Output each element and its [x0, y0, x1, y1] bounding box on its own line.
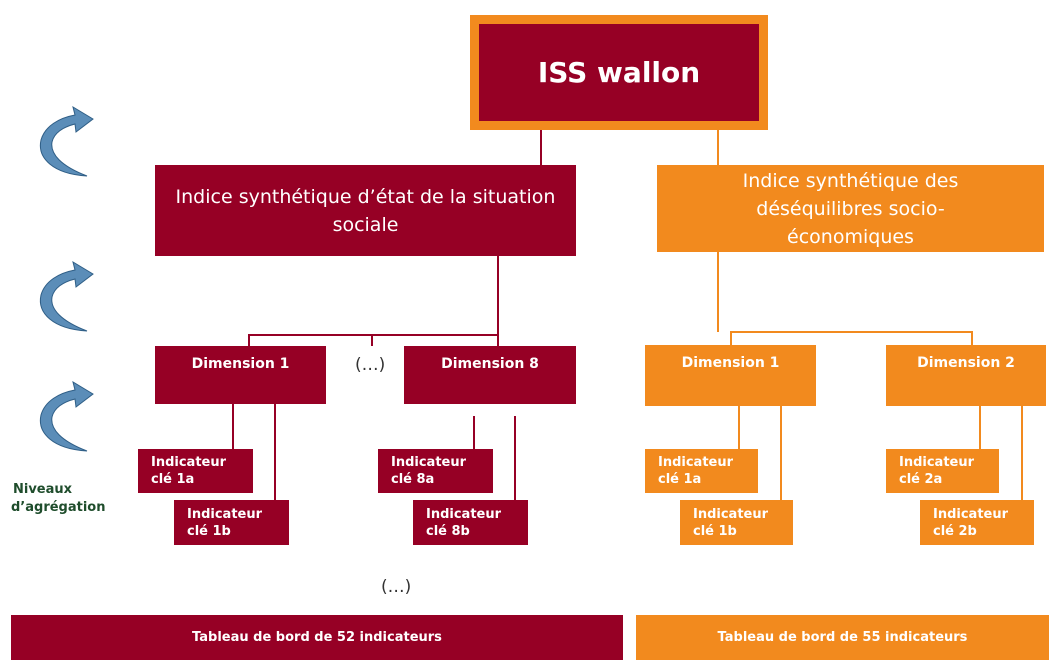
connector-left-horizontal: [248, 334, 499, 336]
aggregation-line1: Niveaux: [13, 482, 73, 497]
indicator-line2: clé 1a: [658, 472, 702, 487]
stem-r-1b: [780, 406, 782, 500]
indicator-line2: clé 8a: [391, 472, 435, 487]
right-indicator-2a: Indicateur clé 2a: [886, 449, 999, 493]
indicator-line2: clé 1b: [693, 523, 737, 539]
curved-arrow-icon: [39, 260, 94, 332]
indicator-line2: clé 2b: [933, 523, 977, 539]
aggregation-line2: d’agrégation: [11, 500, 106, 515]
indicator-line1: Indicateur: [899, 455, 975, 470]
right-dimension-2-label: Dimension 2: [917, 355, 1015, 371]
bottom-ellipsis: (…): [381, 577, 412, 597]
left-dashboard-bar: Tableau de bord de 52 indicateurs: [11, 615, 623, 660]
indicator-line1: Indicateur: [658, 455, 734, 470]
connector-right-dim1: [730, 331, 732, 345]
indicator-line2: clé 1a: [151, 472, 195, 487]
left-dimension-ellipsis: (…): [355, 355, 386, 375]
connector-left-dim8: [497, 334, 499, 346]
connector-left-ellipsis: [371, 334, 373, 346]
right-dashboard-bar: Tableau de bord de 55 indicateurs: [636, 615, 1049, 660]
indicator-line1: Indicateur: [933, 506, 1009, 522]
right-dimension-1: Dimension 1: [645, 345, 816, 406]
aggregation-levels-label: Niveaux d’agrégation: [11, 481, 106, 517]
stem-r-2b: [1021, 406, 1023, 500]
indicator-line2: clé 8b: [426, 523, 470, 539]
stem-r-1a: [738, 406, 740, 449]
left-index-label: Indice synthétique d’état de la situatio…: [175, 185, 556, 236]
left-dimension-1: Dimension 1: [155, 346, 326, 404]
connector-right-down: [717, 252, 719, 332]
root-node-iss-wallon: ISS wallon: [470, 15, 768, 130]
stem-l-1a: [232, 404, 234, 449]
left-indicator-8a: Indicateur clé 8a: [378, 449, 493, 493]
left-dimension-1-label: Dimension 1: [191, 356, 290, 372]
indicator-line2: clé 1b: [187, 523, 231, 539]
curved-arrow-icon: [39, 105, 94, 177]
connector-right-dim2: [971, 331, 973, 345]
connector-root-right: [717, 130, 719, 165]
indicator-line1: Indicateur: [693, 506, 769, 522]
left-dashboard-label: Tableau de bord de 52 indicateurs: [192, 630, 442, 645]
left-indicator-1a: Indicateur clé 1a: [138, 449, 253, 493]
connector-root-left: [540, 130, 542, 165]
indicator-line1: Indicateur: [426, 506, 502, 522]
right-index-node: Indice synthétique des déséquilibres soc…: [657, 165, 1044, 252]
root-label: ISS wallon: [537, 56, 701, 89]
right-dashboard-label: Tableau de bord de 55 indicateurs: [717, 630, 968, 645]
stem-l-1b: [274, 404, 276, 500]
indicator-line2: clé 2a: [899, 472, 943, 487]
stem-l-8a: [473, 416, 475, 449]
right-indicator-1a: Indicateur clé 1a: [645, 449, 758, 493]
curved-arrow-icon: [39, 380, 94, 452]
indicator-line1: Indicateur: [151, 455, 227, 470]
left-index-node: Indice synthétique d’état de la situatio…: [155, 165, 576, 256]
left-dimension-8: Dimension 8: [404, 346, 576, 404]
stem-l-8b: [514, 416, 516, 500]
left-dimension-8-label: Dimension 8: [441, 356, 539, 372]
indicator-line1: Indicateur: [187, 506, 263, 522]
stem-r-2a: [979, 406, 981, 449]
connector-left-down: [497, 256, 499, 336]
right-index-label: Indice synthétique des déséquilibres soc…: [742, 169, 959, 248]
connector-right-horizontal: [730, 331, 973, 333]
connector-left-dim1: [248, 334, 250, 346]
right-dimension-1-label: Dimension 1: [681, 355, 780, 371]
indicator-line1: Indicateur: [391, 455, 467, 470]
right-dimension-2: Dimension 2: [886, 345, 1046, 406]
